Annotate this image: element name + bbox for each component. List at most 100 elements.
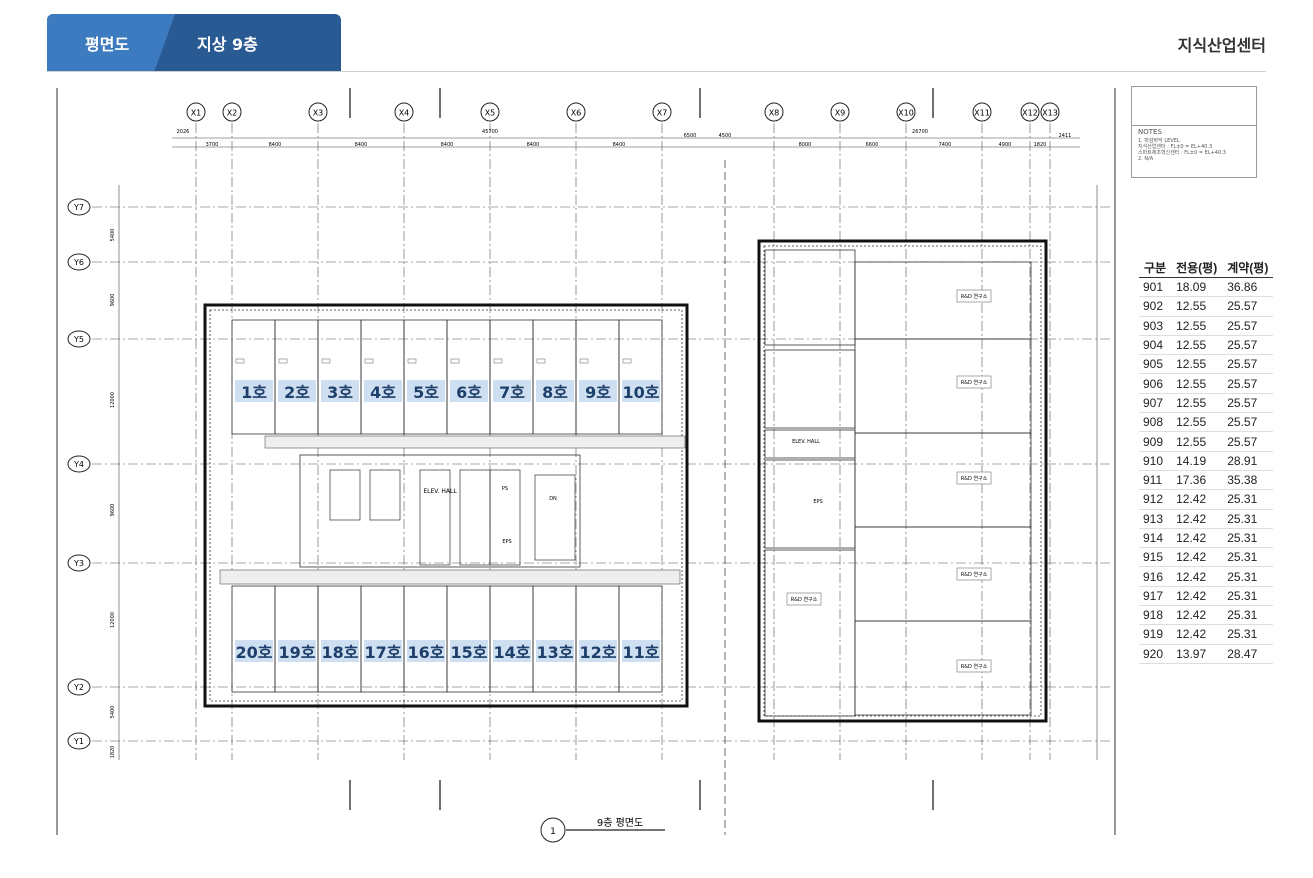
cell-exclusive: 12.42 bbox=[1171, 586, 1223, 607]
rnd-label: R&D 연구소 bbox=[961, 475, 988, 482]
cell-contract: 25.31 bbox=[1222, 624, 1274, 645]
dimension-label: 4900 bbox=[999, 142, 1012, 148]
cell-unit: 904 bbox=[1139, 335, 1172, 356]
cell-contract: 25.57 bbox=[1222, 354, 1274, 375]
cell-contract: 25.57 bbox=[1222, 373, 1274, 394]
right-core-room bbox=[764, 549, 856, 717]
unit-highlight bbox=[450, 380, 488, 402]
dimension-label: 8400 bbox=[269, 142, 282, 148]
unit-number: 13호 bbox=[537, 643, 574, 662]
unit-highlight bbox=[536, 380, 574, 402]
dimension-label: 4500 bbox=[719, 133, 732, 139]
unit-room bbox=[317, 319, 362, 435]
unit-tag bbox=[407, 358, 417, 364]
corridor-top bbox=[264, 435, 686, 449]
cell-unit: 910 bbox=[1139, 451, 1172, 471]
dimension-label: 8400 bbox=[441, 142, 454, 148]
unit-number: 20호 bbox=[236, 643, 273, 662]
unit-highlight bbox=[364, 380, 402, 402]
cell-exclusive: 12.42 bbox=[1171, 509, 1223, 529]
unit-room bbox=[403, 319, 448, 435]
dimension-label: 8000 bbox=[799, 142, 812, 148]
dimension-label: 5400 bbox=[110, 706, 116, 719]
unit-highlight bbox=[450, 640, 488, 662]
right-core-room bbox=[764, 349, 856, 429]
cell-unit: 920 bbox=[1139, 644, 1172, 664]
unit-room bbox=[489, 585, 534, 693]
unit-tag bbox=[622, 358, 632, 364]
dimension-label: 9600 bbox=[110, 294, 116, 307]
unit-number: 3호 bbox=[327, 383, 353, 402]
tab-plan-label[interactable]: 평면도 bbox=[85, 35, 130, 54]
unit-room bbox=[532, 585, 577, 693]
unit-room bbox=[446, 319, 491, 435]
unit-room bbox=[317, 585, 362, 693]
unit-number: 16호 bbox=[408, 643, 445, 662]
unit-highlight bbox=[536, 640, 574, 662]
cell-contract: 25.31 bbox=[1222, 509, 1274, 529]
unit-room bbox=[489, 319, 534, 435]
grid-label-row: Y6 bbox=[73, 258, 84, 267]
grid-bubble bbox=[764, 102, 784, 122]
cell-unit: 911 bbox=[1139, 470, 1172, 491]
grid-label-row: Y5 bbox=[73, 335, 84, 344]
unit-highlight bbox=[278, 380, 316, 402]
grid-bubble bbox=[652, 102, 672, 122]
rnd-label: R&D 연구소 bbox=[961, 379, 988, 386]
rnd-label-box bbox=[956, 567, 992, 581]
unit-room bbox=[231, 319, 276, 435]
core-label: EPS bbox=[813, 499, 822, 505]
unit-number: 12호 bbox=[580, 643, 617, 662]
cell-unit: 915 bbox=[1139, 547, 1172, 568]
notes-line: 1. 마감바닥 LEVEL bbox=[1138, 138, 1180, 144]
unit-number: 2호 bbox=[284, 383, 310, 402]
tab-plan[interactable] bbox=[47, 14, 175, 71]
grid-label-col: X7 bbox=[657, 109, 668, 118]
cell-unit: 907 bbox=[1139, 393, 1172, 414]
unit-room bbox=[575, 319, 620, 435]
rnd-label: R&D 연구소 bbox=[961, 663, 988, 670]
header-divider bbox=[47, 71, 1266, 72]
unit-highlight bbox=[579, 380, 617, 402]
unit-number: 19호 bbox=[279, 643, 316, 662]
unit-number: 10호 bbox=[623, 383, 660, 402]
cell-unit: 908 bbox=[1139, 412, 1172, 433]
unit-room bbox=[618, 585, 663, 693]
floor-tabs: 평면도 지상 9층 bbox=[47, 14, 341, 71]
cell-exclusive: 12.42 bbox=[1171, 624, 1223, 645]
plan-title-number: 1 bbox=[550, 827, 556, 837]
unit-room bbox=[575, 585, 620, 693]
core-room bbox=[459, 469, 491, 566]
dimension-label: 7400 bbox=[939, 142, 952, 148]
unit-number: 6호 bbox=[456, 383, 482, 402]
cell-unit: 901 bbox=[1139, 277, 1172, 298]
cell-unit: 909 bbox=[1139, 431, 1172, 452]
left-building-wall bbox=[209, 309, 683, 702]
plan-title-bubble bbox=[540, 817, 566, 843]
unit-tag bbox=[493, 358, 503, 364]
grid-bubble bbox=[480, 102, 500, 122]
cell-unit: 906 bbox=[1139, 373, 1172, 394]
dimension-label: 9600 bbox=[110, 504, 116, 517]
unit-highlight bbox=[321, 380, 359, 402]
cell-exclusive: 12.42 bbox=[1171, 605, 1223, 626]
unit-highlight bbox=[622, 380, 660, 402]
grid-bubble bbox=[67, 678, 91, 696]
dimension-label: 8400 bbox=[613, 142, 626, 148]
cell-exclusive: 12.55 bbox=[1171, 296, 1223, 317]
core-room bbox=[534, 474, 576, 561]
tab-floor-label[interactable]: 지상 9층 bbox=[197, 35, 258, 54]
unit-highlight bbox=[235, 380, 273, 402]
grid-label-row: Y3 bbox=[73, 559, 84, 568]
unit-highlight bbox=[278, 640, 316, 662]
